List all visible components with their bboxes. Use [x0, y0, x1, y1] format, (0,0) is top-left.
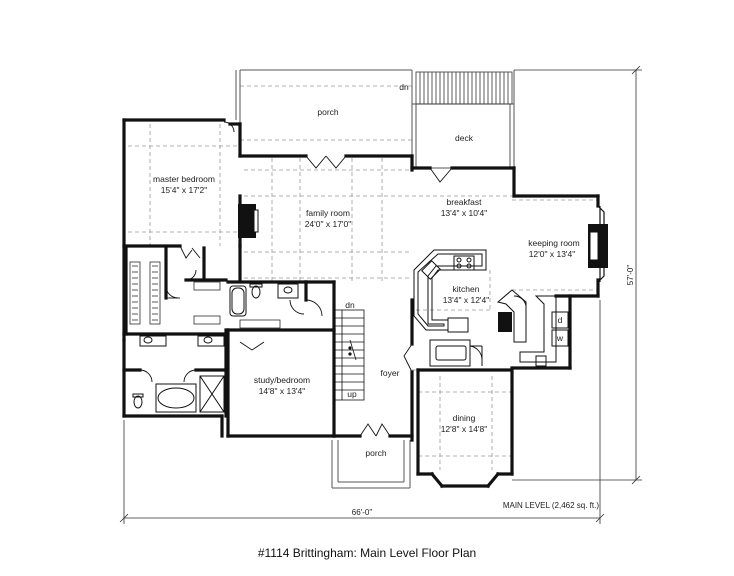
plan-caption: #1114 Brittingham: Main Level Floor Plan: [257, 546, 477, 560]
size-study-bedroom: 14'8" x 13'4": [259, 386, 306, 396]
foyer-staircase: [333, 309, 365, 401]
porch-outlines: [235, 69, 515, 489]
label-breakfast: breakfast: [447, 197, 483, 207]
room-labels: porch deck master bedroom 15'4" x 17'2" …: [153, 82, 580, 458]
size-kitchen: 13'4" x 12'4": [443, 295, 490, 305]
dimension-lines: [119, 65, 642, 524]
door-swings: [139, 121, 527, 437]
size-dining: 12'8" x 14'8": [441, 424, 488, 434]
label-porch-front: porch: [365, 448, 387, 458]
label-foyer: foyer: [381, 368, 400, 378]
level-label: MAIN LEVEL (2,462 sq. ft.): [503, 501, 600, 510]
label-dining: dining: [453, 413, 476, 423]
laundry-appliances: [535, 311, 569, 367]
label-dn-stair: dn: [345, 300, 355, 310]
bath-fixtures: [132, 283, 299, 413]
label-dn-deck: dn: [399, 82, 409, 92]
deck-stairs: [415, 71, 513, 105]
walls: [122, 118, 600, 489]
dimension-width: 66'-0": [352, 508, 373, 517]
label-study-bedroom: study/bedroom: [254, 375, 310, 385]
label-porch-rear: porch: [317, 107, 339, 117]
size-breakfast: 13'4" x 10'4": [441, 208, 488, 218]
closet-shelving: [129, 261, 281, 329]
size-keeping-room: 12'0" x 13'4": [529, 249, 576, 259]
label-keeping-room: keeping room: [528, 238, 580, 248]
dimension-depth: 57'-0": [626, 265, 635, 286]
label-master-bedroom: master bedroom: [153, 174, 215, 184]
label-up-stair: up: [347, 389, 357, 399]
keeping-room-bay: [597, 205, 605, 283]
label-kitchen: kitchen: [453, 284, 480, 294]
kitchen-counters: [413, 249, 557, 367]
label-deck: deck: [455, 133, 474, 143]
label-dryer: d: [558, 315, 563, 325]
size-master-bedroom: 15'4" x 17'2": [161, 185, 208, 195]
size-family-room: 24'0" x 17'0": [305, 219, 352, 229]
label-washer: w: [556, 333, 564, 343]
ceiling-lines: [128, 85, 598, 470]
label-family-room: family room: [306, 208, 350, 218]
fireplaces: [238, 204, 608, 332]
